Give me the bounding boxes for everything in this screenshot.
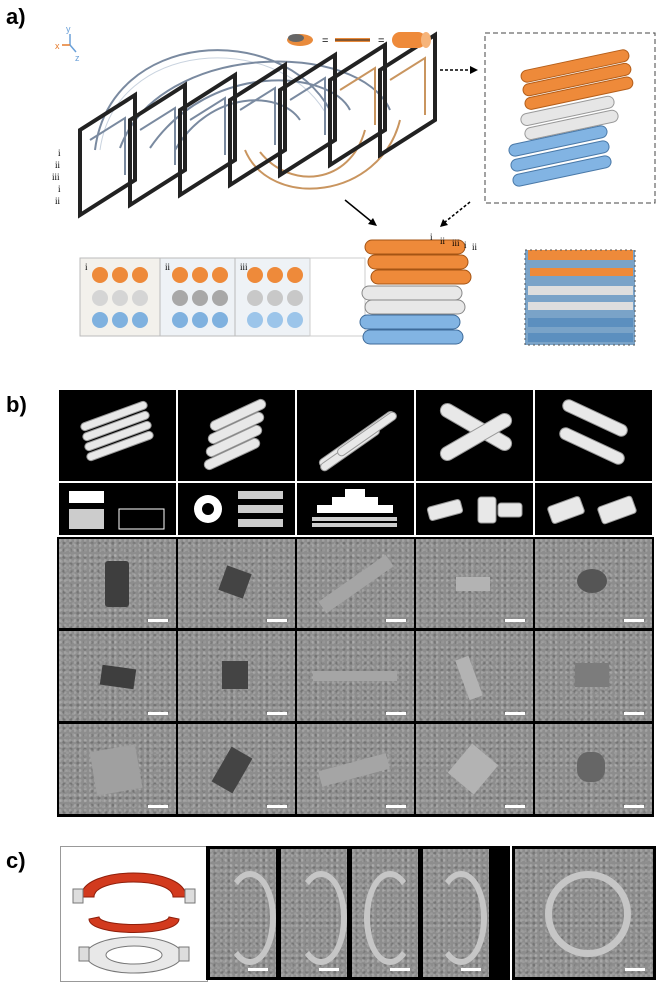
tem-c-1	[210, 849, 276, 977]
panel-b-label: b)	[6, 392, 27, 417]
render-tile-4	[416, 390, 533, 481]
render-tile-5	[535, 390, 652, 481]
svg-text:ii: ii	[55, 196, 61, 206]
tem-b-r2c3	[297, 631, 414, 721]
schematic-tile-2	[178, 483, 295, 535]
dashed-arrow-right	[440, 66, 478, 74]
schematic-tile-3	[297, 483, 414, 535]
svg-text:i: i	[58, 184, 61, 194]
equals-2: =	[378, 35, 384, 47]
curved-layers-illustration	[508, 49, 634, 187]
axis-x-label: x	[55, 41, 60, 51]
stack-label-4: i	[464, 240, 467, 250]
arrow-down-left	[344, 199, 377, 226]
stacked-cylinder-block: i ii iii i ii	[359, 232, 478, 345]
panel-a-label: a)	[6, 4, 26, 29]
panel-c-label: c)	[6, 848, 26, 873]
tem-b-r3c3	[297, 724, 414, 814]
ring-render-box	[60, 846, 208, 982]
stack-label-2: ii	[440, 236, 446, 246]
detail-dashed-box	[484, 32, 656, 204]
svg-text:ii: ii	[55, 160, 61, 170]
tem-b-r1c1	[59, 539, 176, 628]
tem-c-3	[352, 849, 418, 977]
red-half-rings	[80, 872, 187, 933]
axis-z-label: z	[75, 53, 80, 63]
stack-label-3: iii	[452, 238, 460, 248]
schematic-tile-5	[535, 483, 652, 535]
tem-b-r2c5	[535, 631, 652, 721]
tem-b-r1c3	[297, 539, 414, 628]
tem-b-r3c5	[535, 724, 652, 814]
schematic-tile-1	[59, 483, 176, 535]
tem-b-r3c2	[178, 724, 295, 814]
tem-c-5-full-ring	[515, 849, 653, 977]
scaffold-arcs	[94, 49, 401, 190]
tem-b-r3c1	[59, 724, 176, 814]
axis-y-label: y	[66, 24, 71, 34]
tem-b-r1c5	[535, 539, 652, 628]
tem-c-2	[281, 849, 347, 977]
helix-inner-lines	[89, 56, 426, 175]
render-tile-3	[297, 390, 414, 481]
tem-b-r2c2	[178, 631, 295, 721]
slice-label-i: i	[85, 262, 88, 272]
tem-b-r2c1	[59, 631, 176, 721]
stack-label-1: i	[430, 232, 433, 242]
svg-text:iii: iii	[52, 172, 60, 182]
tem-b-r1c4	[416, 539, 533, 628]
tem-b-r2c4	[416, 631, 533, 721]
svg-text:i: i	[58, 148, 61, 158]
tem-b-r1c2	[178, 539, 295, 628]
panel-a-figure: y x z i ii iii i ii	[52, 24, 656, 346]
helix-side-labels: i ii iii i ii	[52, 148, 61, 206]
axis-triad: y x z	[55, 24, 80, 63]
tem-c-4	[423, 849, 489, 977]
slice-label-iii: iii	[240, 262, 248, 272]
equals-1: =	[322, 35, 328, 47]
slice-label-ii: ii	[165, 262, 171, 272]
tem-b-r3c4	[416, 724, 533, 814]
stack-label-5: ii	[472, 242, 478, 252]
schematic-tile-4	[416, 483, 533, 535]
render-tile-2	[178, 390, 295, 481]
dashed-arrow-down	[440, 201, 471, 227]
slice-circles	[92, 267, 303, 328]
helix-equivalence-legend: = =	[287, 32, 431, 48]
render-tile-1	[59, 390, 176, 481]
atomic-model	[524, 249, 636, 346]
white-ring	[78, 936, 190, 974]
